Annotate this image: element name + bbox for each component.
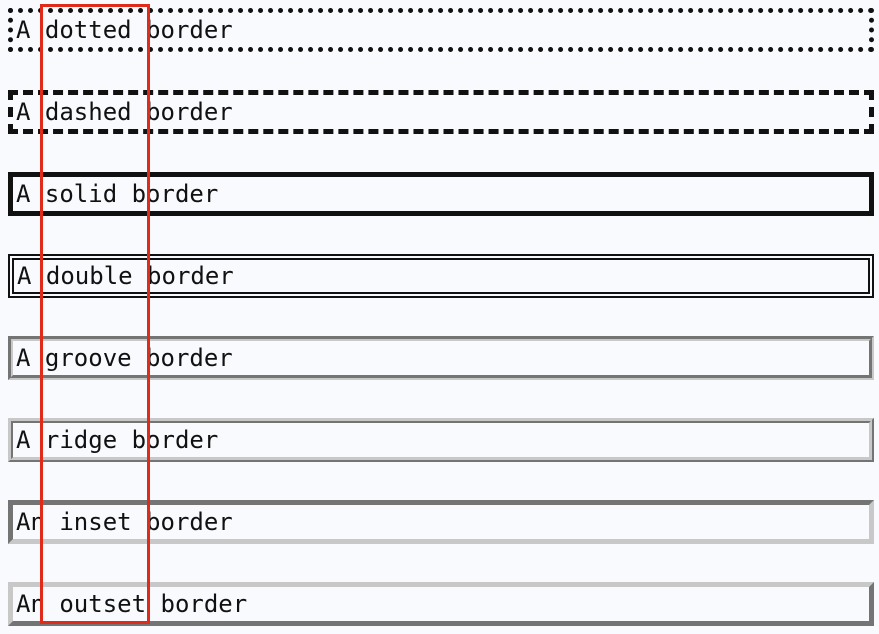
dotted-border-box: A dotted border xyxy=(8,8,874,52)
dashed-border-box: A dashed border xyxy=(8,90,874,134)
outset-border-box: An outset border xyxy=(8,582,874,626)
double-border-text: A double border xyxy=(17,262,234,290)
inset-border-box: An inset border xyxy=(8,500,874,544)
outset-border-text: An outset border xyxy=(16,590,248,618)
double-border-box: A double border xyxy=(8,254,874,298)
dashed-border-text: A dashed border xyxy=(16,98,233,126)
groove-border-box: A groove border xyxy=(8,336,874,380)
dotted-border-text: A dotted border xyxy=(16,16,233,44)
ridge-border-text: A ridge border xyxy=(16,426,219,454)
groove-border-text: A groove border xyxy=(16,344,233,372)
inset-border-text: An inset border xyxy=(16,508,233,536)
ridge-border-box: A ridge border xyxy=(8,418,874,462)
solid-border-box: A solid border xyxy=(8,172,874,216)
solid-border-text: A solid border xyxy=(16,180,219,208)
